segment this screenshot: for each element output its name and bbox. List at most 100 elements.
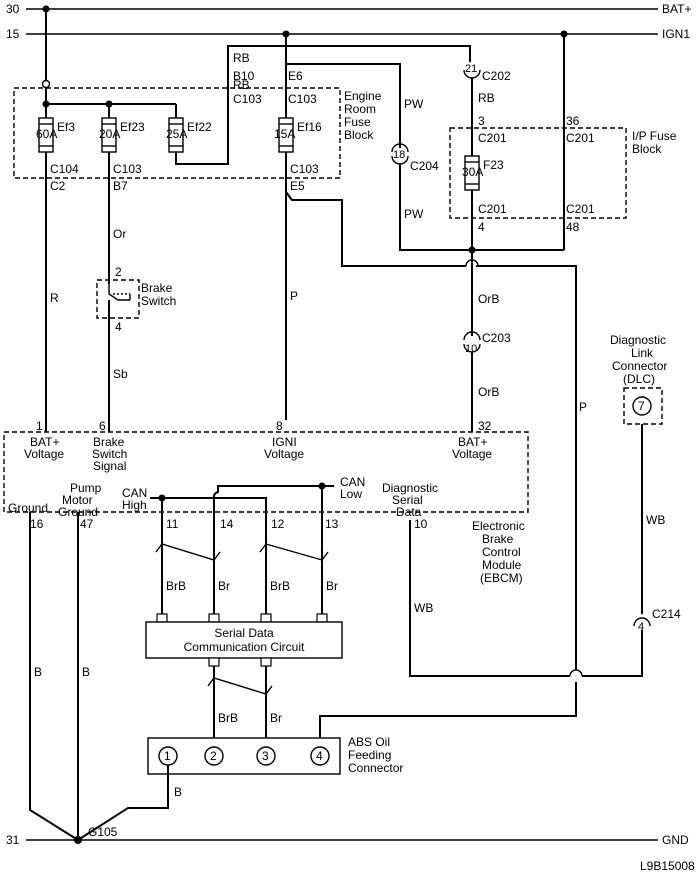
brb-wire-label-3: BrB [218,711,238,725]
ebcm-title-3: Control [482,545,521,559]
ebcm-bat2-label-1: BAT+ [458,435,487,449]
c203-pin: 10 [465,343,477,355]
p-wire-label-2: P [579,400,587,414]
ip-fuse-block-title-1: I/P Fuse [632,129,677,143]
fuse-ef23-rating: 20A [99,127,120,141]
connector-c204: 18 C204 [391,143,439,173]
brake-switch-pin-4: 4 [115,320,122,334]
ip-pin-36: 36 [566,114,580,128]
fuse-ef16-id: Ef16 [297,120,322,134]
b-wire-label-1: B [34,665,42,679]
brake-switch-pin-2: 2 [115,265,122,279]
abs-pin-1: 1 [164,749,171,763]
c203-label: C203 [482,331,511,345]
ip-pin-48: 48 [566,220,580,234]
rail-bat: 30 BAT+ [6,2,691,16]
figure-id: L9B15008 [640,859,695,873]
connector-c103-d: C103 [290,162,319,176]
p-wire-label-1: P [290,289,298,303]
engine-fuse-block-title-4: Block [344,128,374,142]
orb-wire-label-2: OrB [478,385,499,399]
r-wire-label: R [50,291,59,305]
ebcm-diag-label-1: Diagnostic [382,481,438,495]
rail-gnd: 31 GND [6,833,689,847]
rb-wire-label-top: RB [233,78,250,92]
ebcm: 1 6 8 32 BAT+ Voltage Brake Switch Signa… [3,419,529,585]
ebcm-diag-label-3: Data [396,505,422,519]
connector-c214: 4 C214 [633,607,681,633]
connector-c201-d: C201 [566,202,595,216]
connector-c201-c: C201 [478,202,507,216]
brb-wire-label-1: BrB [166,579,186,593]
engine-fuse-block-outline [13,87,341,179]
br-wire-label-2: Br [326,579,338,593]
ebcm-diag-label-2: Serial [392,493,423,507]
brb-wire-label-2: BrB [270,579,290,593]
br-wire-label-1: Br [218,579,230,593]
ebcm-pin-13: 13 [325,517,339,531]
ebcm-ground-label: Ground [8,501,48,515]
ip-fuse-block: I/P Fuse Block 21 C202 RB 3 36 C201 C201… [449,63,677,336]
brake-switch-label-1: Brake [141,281,173,295]
fuse-ef16-rating: 15A [274,127,295,141]
pw-wire-label-1: PW [404,97,424,111]
ebcm-brake-label-3: Signal [93,459,126,473]
dlc-pin: 7 [638,399,645,413]
brake-switch-label-2: Switch [141,294,176,308]
engine-room-fuse-block: Engine Room Fuse Block 60A Ef3 20A Ef23 … [13,69,382,193]
rail-ign-number: 15 [6,27,20,41]
br-wire-label-3: Br [270,711,282,725]
ebcm-can-low-1: CAN [340,475,365,489]
c202-pin: 21 [465,63,477,75]
engine-fuse-block-title-2: Room [344,102,376,116]
rail-ign-label: IGN1 [662,27,690,41]
fuse-ef3: 60A Ef3 [36,104,75,153]
wb-wire-label-2: WB [646,513,665,527]
ebcm-bat-label-2: Voltage [24,447,64,461]
fuse-f23-id: F23 [483,158,504,172]
sb-wire-label: Sb [113,367,128,381]
ebcm-pin-16: 16 [30,517,44,531]
ebcm-pin-6: 6 [99,419,106,433]
dlc-label-2: Link [631,346,654,360]
ebcm-pin-8: 8 [276,419,283,433]
serial-circuit-label-2: Communication Circuit [184,640,305,654]
c204-label: C204 [410,159,439,173]
dlc-label-3: Connector [612,359,667,373]
rail-gnd-number: 31 [6,833,20,847]
fuse-ef3-id: Ef3 [57,120,75,134]
brake-switch: 2 4 Brake Switch [96,265,176,432]
ebcm-bat-label-1: BAT+ [30,435,59,449]
ebcm-can-high-2: High [122,498,147,512]
dlc-label-4: (DLC) [623,372,655,386]
wb-wire-label-1: WB [414,601,433,615]
ebcm-pin-12: 12 [271,517,285,531]
ground-point-g105: G105 [88,825,118,839]
connector-c2: C2 [50,179,66,193]
connector-b7: B7 [113,179,128,193]
b-wire-label-2: B [82,665,90,679]
c214-label: C214 [652,607,681,621]
c214-pin: 4 [638,621,644,633]
rail-bat-label: BAT+ [662,2,691,16]
connector-c103-b: C103 [288,92,317,106]
fuse-ef23-id: Ef23 [120,120,145,134]
fuse-f23: 30A F23 [462,155,504,191]
rb-wire-label-ip: RB [478,91,495,105]
connector-c103-c: C103 [113,162,142,176]
connector-b10: B10 [233,69,255,83]
ebcm-pin-1: 1 [36,419,43,433]
ebcm-title-5: (EBCM) [480,571,523,585]
connector-c203: 10 C203 [463,331,511,355]
fuse-ef16: 15A Ef16 [274,117,322,153]
ebcm-pump-label-2: Motor [62,493,93,507]
fuse-ef22-rating: 25A [166,127,187,141]
connector-c104: C104 [50,162,79,176]
ebcm-can-low-2: Low [340,487,362,501]
fuse-ef3-rating: 60A [36,127,57,141]
fuse-ef22-id: Ef22 [187,120,212,134]
ebcm-brake-label-2: Switch [92,447,127,461]
abs-pin-2: 2 [210,749,217,763]
ebcm-pin-47: 47 [80,517,94,531]
